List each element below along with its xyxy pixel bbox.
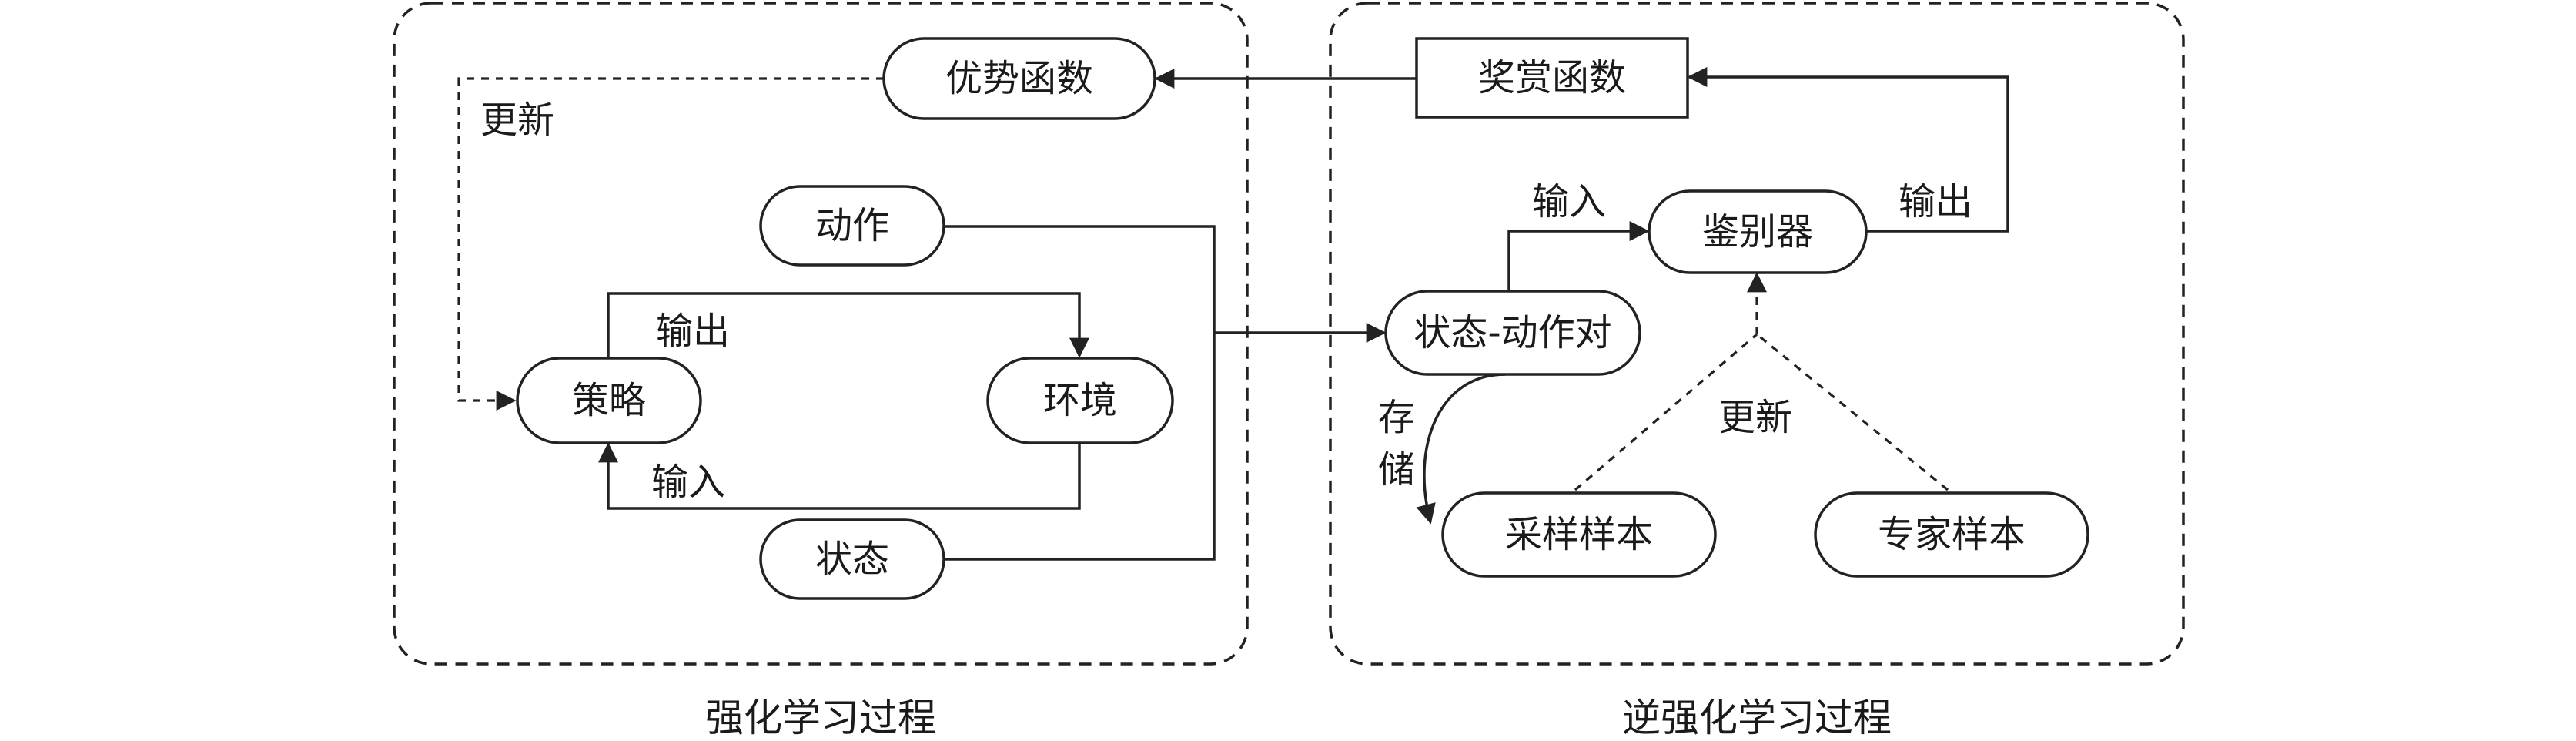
label-store-1: 存 [1378,396,1415,439]
node-policy-label: 策略 [572,379,646,422]
node-policy: 策略 [516,357,702,444]
edge-advantage-to-policy [457,77,884,411]
node-expert-label: 专家样本 [1878,513,2026,556]
node-environment-label: 环境 [1043,379,1117,422]
edge-sampled-to-discriminator [1574,333,1758,491]
edge-state-action-to-sampled [1416,373,1506,525]
edge-state-action-to-discriminator [1507,221,1650,291]
label-store-2: 储 [1378,448,1415,491]
node-state-label: 状态 [815,538,889,581]
node-state-action-pair: 状态-动作对 [1384,290,1641,376]
edge-environment-to-policy [598,442,1081,510]
node-discriminator: 鉴别器 [1648,189,1868,274]
node-advantage-label: 优势函数 [945,57,1093,100]
node-reward-function: 奖赏函数 [1415,37,1689,119]
node-expert-samples: 专家样本 [1814,491,2089,578]
node-action-label: 动作 [815,204,889,247]
node-state-action-label: 状态-动作对 [1413,311,1611,354]
edge-policy-to-environment [607,292,1089,358]
label-output-left: 输出 [656,310,730,353]
edge-state-to-state-action [944,333,1216,561]
node-advantage-function: 优势函数 [882,37,1156,120]
node-reward-label: 奖赏函数 [1478,56,1626,99]
node-state: 状态 [759,518,945,600]
label-input-left: 输入 [651,461,725,504]
edge-expert-to-discriminator [1755,333,1949,491]
node-action: 动作 [759,185,945,267]
edge-discriminator-to-reward [1687,67,2009,233]
node-sampled-samples: 采样样本 [1441,491,1717,578]
label-output-right: 输出 [1899,180,1972,223]
label-update-left: 更新 [480,99,554,142]
node-environment: 环境 [986,357,1174,444]
irl-panel [1329,2,2185,666]
label-update-right: 更新 [1718,396,1792,439]
edge-action-to-state-action [944,225,1216,333]
caption-rl: 强化学习过程 [705,696,936,740]
node-sampled-label: 采样样本 [1505,513,1653,556]
label-input-right: 输入 [1532,180,1606,223]
node-discriminator-label: 鉴别器 [1702,210,1813,253]
caption-irl: 逆强化学习过程 [1622,696,1892,740]
